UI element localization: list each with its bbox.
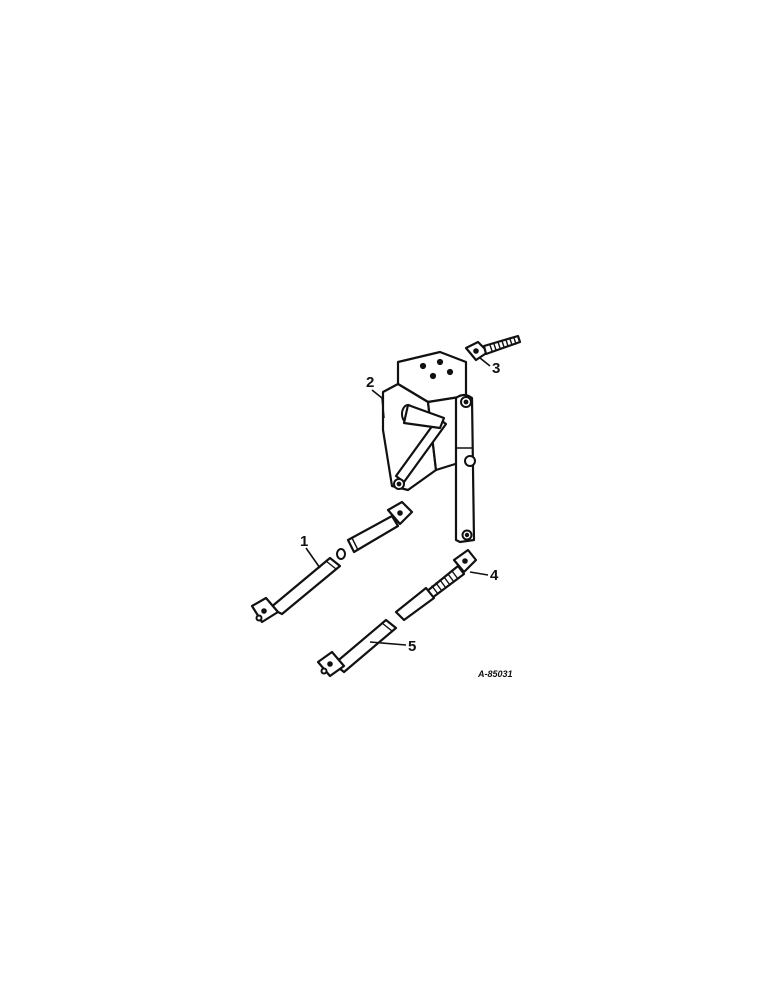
callout-2: 2 xyxy=(366,374,374,391)
callout-5: 5 xyxy=(408,638,416,655)
part-2-bracket xyxy=(381,350,476,544)
callout-3: 3 xyxy=(492,360,500,377)
part-5-link-rod xyxy=(316,586,436,678)
part-4-turnbuckle-end xyxy=(424,548,478,600)
callout-leaders xyxy=(305,357,491,646)
reference-code: A-85031 xyxy=(477,669,513,679)
part-1-link-rod xyxy=(250,500,414,624)
part-3-adjusting-bolt xyxy=(464,334,522,362)
callout-1: 1 xyxy=(300,533,308,550)
callout-4: 4 xyxy=(490,567,499,584)
